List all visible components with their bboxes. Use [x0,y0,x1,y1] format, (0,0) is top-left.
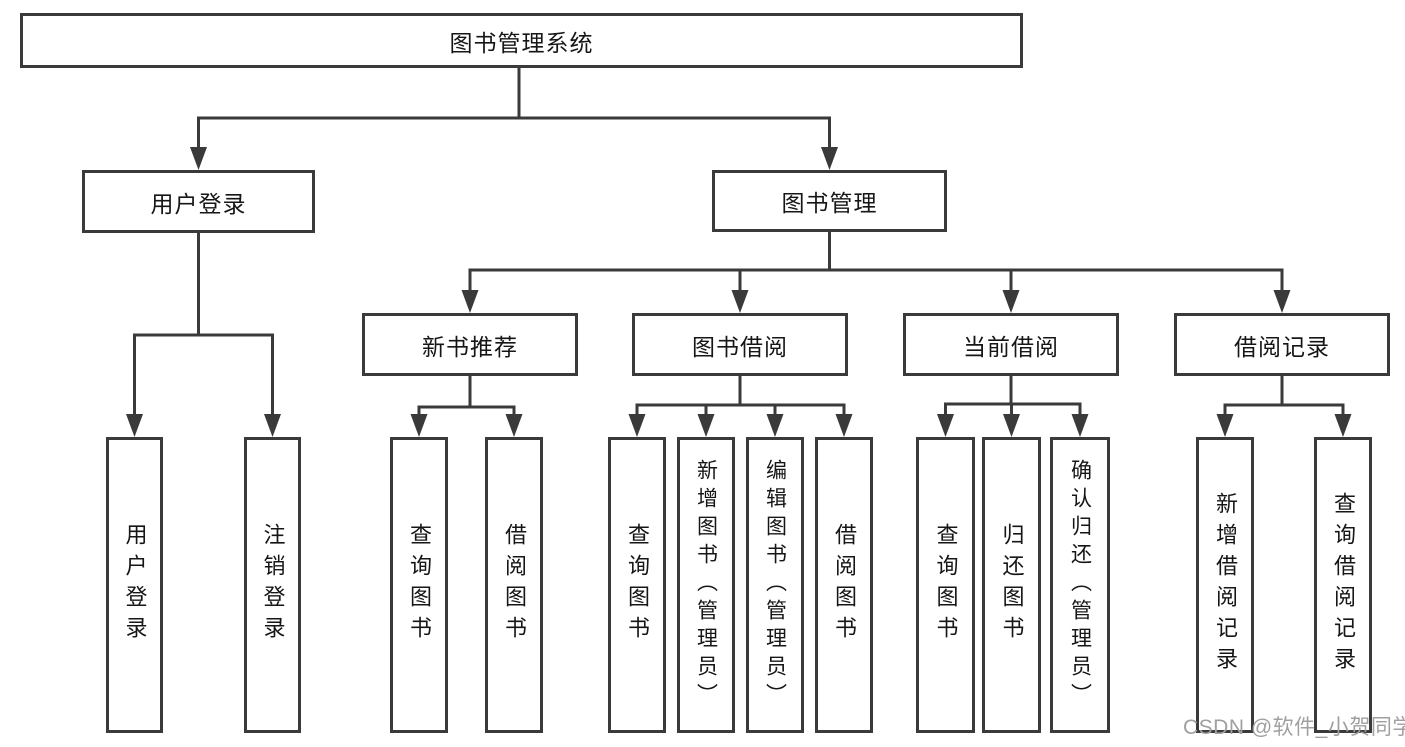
leaf-return-books: 归还图书 [982,437,1041,733]
leaf-query-borrow-record-label: 查询借阅记录 [1331,492,1356,678]
leaf-user-login: 用户登录 [106,437,163,733]
leaf-add-borrow-record-label: 新增借阅记录 [1213,492,1238,678]
node-new-book-recommend: 新书推荐 [362,313,578,376]
node-borrow-records-label: 借阅记录 [1234,333,1330,360]
connector-current-borrow-children [937,376,1089,437]
leaf-query-books-current: 查询图书 [916,437,975,733]
connector-book-management-children [461,232,1291,313]
leaf-borrow-books: 借阅图书 [815,437,873,733]
leaf-query-books-recommend: 查询图书 [390,437,448,733]
connector-borrow-records-children [1216,376,1352,437]
leaf-query-books-borrow-label: 查询图书 [625,523,650,647]
node-book-borrow: 图书借阅 [632,313,848,376]
leaf-user-login-label: 用户登录 [122,523,148,647]
connector-root-to-level2 [190,68,838,170]
leaf-query-books-recommend-label: 查询图书 [407,523,432,647]
leaf-query-books-borrow: 查询图书 [608,437,666,733]
leaf-return-books-label: 归还图书 [999,523,1025,647]
node-current-borrow: 当前借阅 [903,313,1119,376]
leaf-edit-books-admin-label: 编辑图书（管理员） [763,459,787,711]
leaf-query-books-current-label: 查询图书 [933,523,959,647]
leaf-logout-label: 注销登录 [260,523,286,647]
root-node-label: 图书管理系统 [449,29,594,56]
connector-book-borrow-children [628,376,853,437]
leaf-add-borrow-record: 新增借阅记录 [1196,437,1254,733]
node-book-management: 图书管理 [712,170,947,232]
csdn-watermark: CSDN @软件_小贺同学 [1183,716,1405,739]
root-node-library-system: 图书管理系统 [20,13,1023,68]
connector-user-login-children [126,233,281,437]
leaf-add-books-admin-label: 新增图书（管理员） [694,459,718,711]
node-borrow-records: 借阅记录 [1174,313,1390,376]
node-current-borrow-label: 当前借阅 [963,333,1059,360]
leaf-borrow-books-label: 借阅图书 [832,523,857,647]
leaf-confirm-return-admin: 确认归还（管理员） [1050,437,1110,733]
node-book-borrow-label: 图书借阅 [692,333,788,360]
leaf-borrow-books-recommend-label: 借阅图书 [502,523,527,647]
leaf-logout: 注销登录 [244,437,301,733]
node-book-management-label: 图书管理 [781,190,878,216]
leaf-edit-books-admin: 编辑图书（管理员） [746,437,804,733]
leaf-borrow-books-recommend: 借阅图书 [485,437,543,733]
connector-new-book-children [410,376,523,437]
node-user-login-label: 用户登录 [150,190,247,217]
leaf-confirm-return-admin-label: 确认归还（管理员） [1068,459,1092,711]
node-user-login: 用户登录 [82,170,315,233]
leaf-query-borrow-record: 查询借阅记录 [1314,437,1372,733]
leaf-add-books-admin: 新增图书（管理员） [677,437,735,733]
node-new-book-recommend-label: 新书推荐 [422,333,518,360]
